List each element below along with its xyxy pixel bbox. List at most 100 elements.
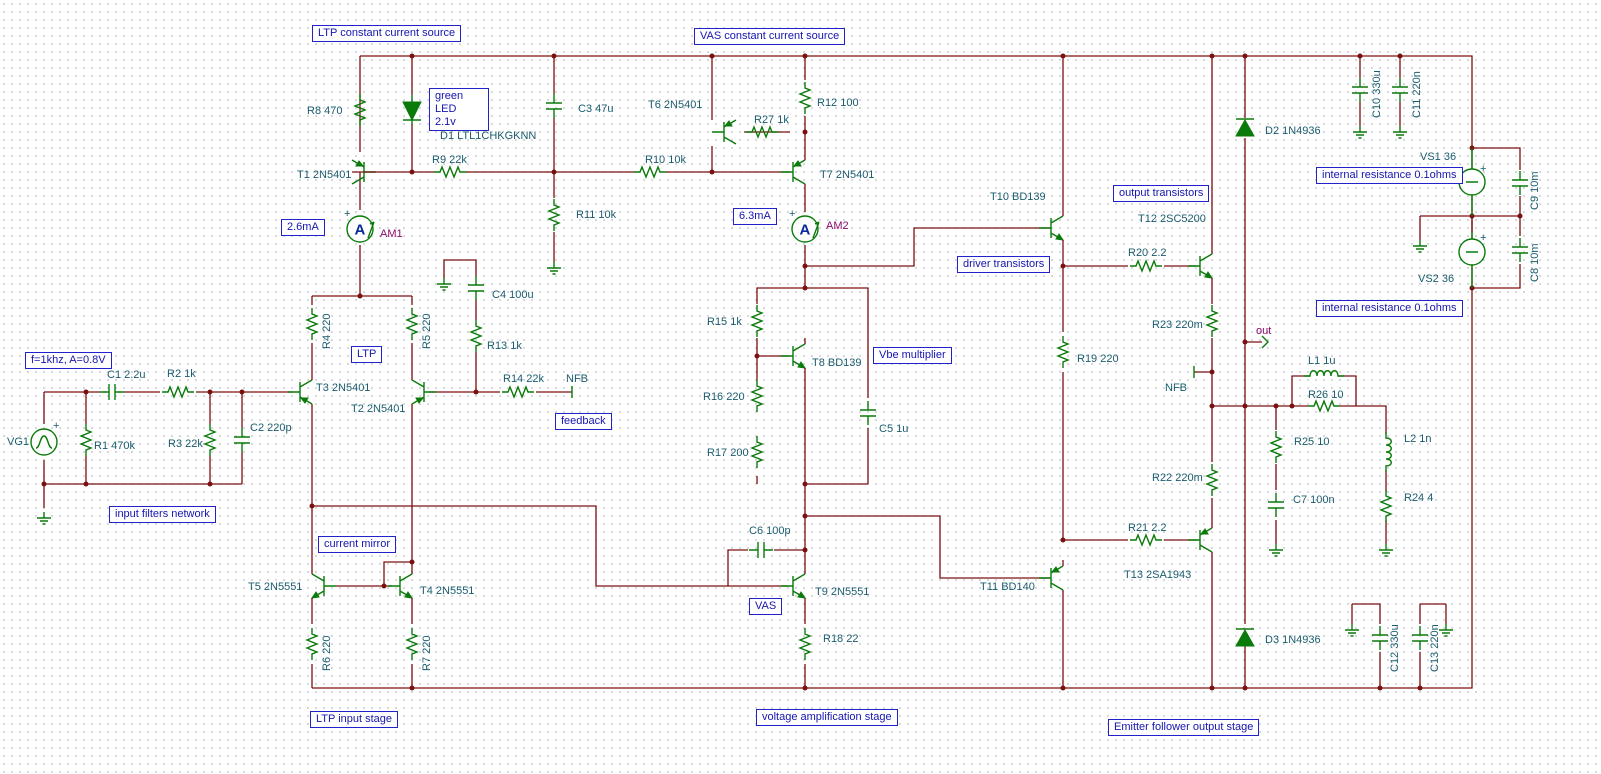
label-t11: T11 BD140 [980, 581, 1035, 593]
label-t7: T7 2N5401 [820, 169, 874, 181]
resistor-r11 [548, 198, 560, 232]
annotation-green-led-line2: 2.1v [435, 116, 456, 128]
svg-text:+: + [1480, 163, 1486, 175]
resistor-r16 [751, 379, 763, 413]
resistor-r4 [306, 307, 318, 341]
label-c2: C2 220p [250, 422, 292, 434]
ammeter-icon: A + [789, 208, 820, 243]
resistor-r21 [1129, 534, 1163, 546]
label-r20: R20 2.2 [1128, 247, 1167, 259]
label-r6: R6 220 [321, 636, 333, 671]
resistor-r17 [751, 435, 763, 469]
wires [43, 55, 1521, 689]
label-d1: D1 LTL1CHKGKNN [440, 130, 536, 142]
label-t2: T2 2N5401 [351, 403, 405, 415]
annotation-green-led: green LED 2.1v [429, 88, 489, 131]
annotation-emitter-follower-stage: Emitter follower output stage [1108, 719, 1260, 736]
label-r23: R23 220m [1152, 319, 1203, 331]
label-t4: T4 2N5551 [420, 585, 474, 597]
svg-text:+: + [1480, 232, 1486, 244]
ground-icon [1344, 623, 1360, 637]
label-r21: R21 2.2 [1128, 522, 1167, 534]
resistor-r24 [1380, 489, 1392, 523]
label-r5: R5 220 [421, 314, 433, 349]
label-nfb-in: NFB [566, 373, 588, 385]
annotation-internal-resistance-2: internal resistance 0.1ohms [1316, 300, 1463, 317]
capacitor-c13 [1411, 625, 1429, 651]
resistor-r18 [799, 627, 811, 661]
transistor-t10 [1038, 215, 1064, 241]
label-vg1: VG1 [7, 436, 29, 448]
label-r10: R10 10k [645, 154, 686, 166]
resistor-r10 [633, 166, 667, 178]
capacitor-c3 [545, 93, 563, 119]
resistor-r6 [306, 627, 318, 661]
label-r13: R13 1k [487, 340, 522, 352]
resistor-r23 [1206, 304, 1218, 338]
transistor-t12 [1187, 253, 1213, 279]
ground-icon [1438, 623, 1454, 637]
ground-icon [1352, 125, 1368, 139]
svg-text:+: + [344, 208, 350, 220]
label-r27: R27 1k [754, 114, 789, 126]
label-r25: R25 10 [1294, 436, 1329, 448]
label-c6: C6 100p [749, 525, 791, 537]
svg-text:+: + [53, 420, 59, 432]
annotation-green-led-line1: green LED [435, 90, 464, 115]
svg-text:+: + [789, 208, 795, 220]
label-nfb-out: NFB [1165, 382, 1187, 394]
capacitor-c10 [1351, 77, 1369, 103]
resistor-r19 [1057, 335, 1069, 369]
annotation-driver-transistors: driver transistors [957, 256, 1051, 273]
label-l1: L1 1u [1308, 355, 1336, 367]
annotation-vbe-multiplier: Vbe multiplier [873, 347, 952, 364]
capacitor-c4 [467, 275, 485, 301]
label-r4: R4 220 [321, 314, 333, 349]
transistor-t2 [411, 379, 437, 405]
capacitor-c7 [1267, 492, 1285, 518]
inductor-l2 [1385, 431, 1392, 473]
resistor-r14 [501, 386, 535, 398]
label-r19: R19 220 [1077, 353, 1119, 365]
annotation-output-transistors: output transistors [1113, 185, 1210, 202]
dc-voltage-source-icon: + [1458, 232, 1486, 288]
annotation-ltp-ccs: LTP constant current source [312, 25, 462, 42]
diode-icon [1235, 118, 1255, 137]
label-r14: R14 22k [503, 373, 544, 385]
label-r22: R22 220m [1152, 472, 1203, 484]
label-r18: R18 22 [823, 633, 858, 645]
resistor-r2 [161, 386, 195, 398]
capacitor-c1 [99, 383, 125, 401]
dc-voltage-source-icon: + [1458, 148, 1486, 216]
capacitor-c11 [1391, 77, 1409, 103]
resistor-r7 [406, 627, 418, 661]
ground-icon [436, 277, 452, 291]
capacitor-c9 [1511, 170, 1529, 196]
annotation-current-mirror: current mirror [318, 536, 397, 553]
label-t6: T6 2N5401 [648, 99, 702, 111]
label-r17: R17 200 [707, 447, 749, 459]
label-vs2: VS2 36 [1418, 273, 1454, 285]
annotation-ltp-input-stage: LTP input stage [310, 711, 399, 728]
label-c4: C4 100u [492, 289, 534, 301]
annotation-voltage-amp-stage: voltage amplification stage [756, 709, 898, 726]
transistor-t11 [1038, 565, 1064, 591]
annotation-signal: f=1khz, A=0.8V [25, 352, 112, 369]
label-am1: AM1 [380, 228, 403, 240]
label-c10: C10 330u [1371, 70, 1383, 118]
label-r9: R9 22k [432, 154, 467, 166]
label-out: out [1256, 325, 1271, 337]
annotation-am1-reading: 2.6mA [281, 219, 325, 236]
capacitor-c8 [1511, 237, 1529, 263]
label-r12: R12 100 [817, 97, 859, 109]
label-t13: T13 2SA1943 [1124, 569, 1191, 581]
label-t12: T12 2SC5200 [1138, 213, 1206, 225]
led-icon [402, 95, 422, 124]
ground-icon [1378, 543, 1394, 557]
annotation-am2-reading: 6.3mA [733, 208, 777, 225]
label-c1: C1 2.2u [107, 369, 146, 381]
label-t1: T1 2N5401 [297, 169, 351, 181]
label-r16: R16 220 [703, 391, 745, 403]
signal-generator-icon: + [30, 420, 59, 456]
